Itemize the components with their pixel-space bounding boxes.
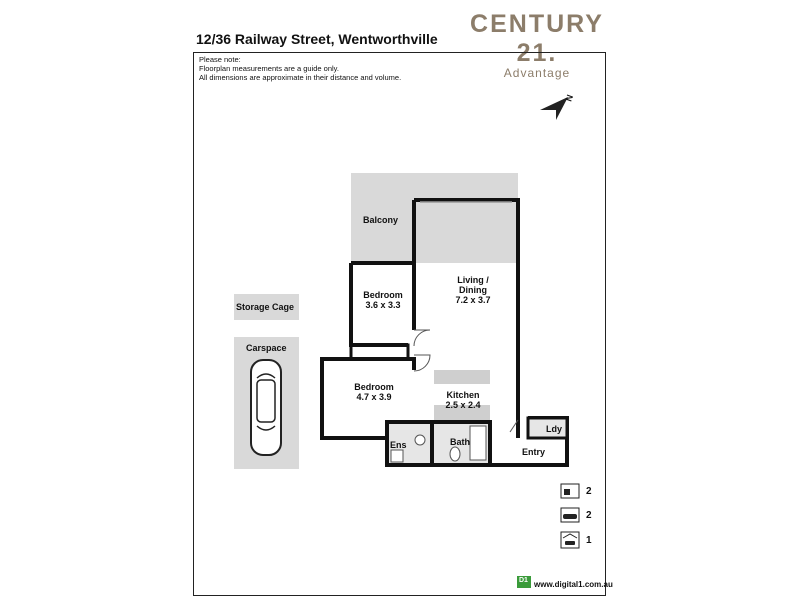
bedroom1-door	[413, 329, 431, 347]
floorplan-note: Please note: Floorplan measurements are …	[199, 55, 401, 82]
living-dim: 7.2 x 3.7	[455, 295, 491, 305]
entry-label: Entry	[522, 447, 546, 457]
compass-icon	[540, 97, 568, 120]
bedrooms-count: 2	[586, 486, 592, 497]
car-rearglass	[256, 425, 276, 431]
entry-door	[509, 419, 519, 433]
bath-toilet	[449, 446, 461, 462]
kitchen-bench	[434, 370, 490, 384]
bath-label: Bath	[450, 437, 470, 447]
bedroom2-dim: 4.7 x 3.9	[356, 392, 392, 402]
bedroom2-walls	[320, 357, 416, 440]
storage-cage	[234, 294, 299, 320]
bedroom1-dim: 3.6 x 3.3	[365, 300, 401, 310]
footer-url: www.digital1.com.au	[534, 580, 613, 589]
note-line-1: Please note:	[199, 55, 241, 64]
property-address: 12/36 Railway Street, Wentworthville	[196, 31, 438, 47]
storage-label: Storage Cage	[236, 302, 295, 312]
kitchen-bench-2	[434, 405, 490, 422]
bedroom1-name: Bedroom	[363, 290, 403, 300]
bed-icon	[560, 483, 580, 499]
bedroom1-robe	[349, 343, 410, 361]
bathrooms-count: 2	[586, 510, 592, 521]
floorplan-frame	[193, 52, 606, 596]
ensuite-shower	[390, 449, 404, 463]
living-label: Living / Dining 7.2 x 3.7	[448, 275, 498, 305]
logo-brand: CENTURY 21.	[470, 10, 604, 67]
laundry	[526, 416, 569, 440]
bath-tub	[469, 425, 487, 461]
ensuite-basin	[414, 434, 426, 446]
bath-icon	[560, 507, 580, 523]
bedroom2-name: Bedroom	[354, 382, 394, 392]
car-roof	[256, 379, 276, 423]
bedroom2-label: Bedroom 4.7 x 3.9	[349, 382, 399, 402]
kitchen-dim: 2.5 x 2.4	[445, 400, 481, 410]
living-walls	[412, 198, 520, 418]
agency-logo: CENTURY 21. Advantage	[462, 10, 612, 80]
digital1-badge-icon	[517, 576, 531, 588]
car-count: 1	[586, 535, 592, 546]
car-windshield	[256, 373, 276, 379]
balcony-area	[351, 173, 518, 263]
kitchen-name: Kitchen	[446, 390, 480, 400]
bath-walls	[432, 420, 492, 467]
digital1-badge-text: D1	[519, 577, 528, 584]
laundry-label: Ldy	[546, 424, 563, 434]
balcony-label: Balcony	[363, 215, 399, 225]
bedroom1-label: Bedroom 3.6 x 3.3	[358, 290, 408, 310]
carspace-label: Carspace	[246, 343, 287, 353]
note-line-2: Floorplan measurements are a guide only.	[199, 64, 339, 73]
note-line-3: All dimensions are approximate in their …	[199, 73, 402, 82]
living-name: Living /	[457, 275, 489, 285]
garage-icon	[560, 531, 580, 549]
kitchen-label: Kitchen 2.5 x 2.4	[438, 390, 488, 410]
bedroom2-door	[413, 354, 431, 372]
logo-sub: Advantage	[503, 66, 571, 80]
ensuite-label: Ens	[390, 440, 407, 450]
living-name-2: Dining	[459, 285, 487, 295]
